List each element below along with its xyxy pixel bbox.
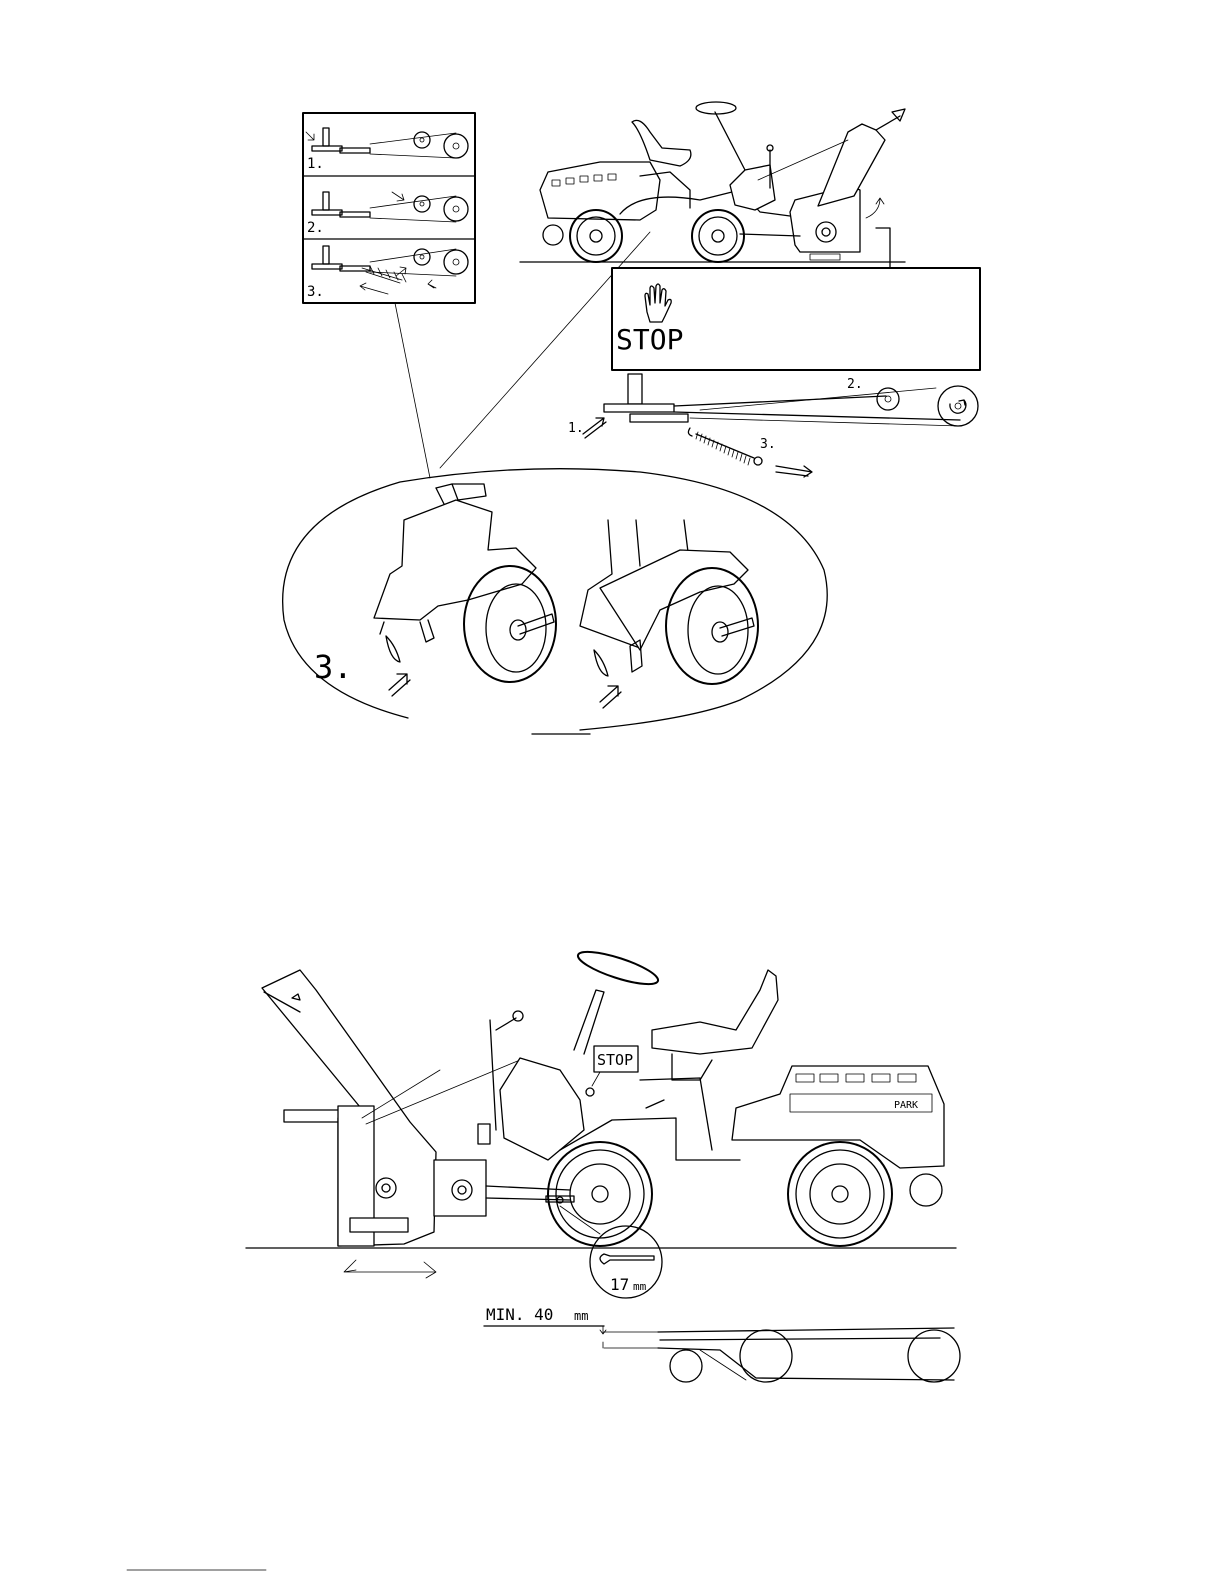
top-figure: 1. 2. [283, 102, 980, 734]
min-gap-unit: mm [574, 1309, 588, 1323]
large-rear-wheel [788, 1142, 892, 1246]
large-tractor-illustration: PARK STOP [500, 946, 944, 1246]
bottom-figure: PARK STOP 17 mm MIN. 40 mm [246, 946, 960, 1382]
pull-arrow-icon [776, 466, 812, 477]
large-front-wheel [548, 1142, 652, 1246]
belt-steps-inset: 1. 2. [303, 113, 475, 303]
inset-step-2-label: 2. [307, 220, 324, 236]
wrench-icon [600, 1254, 654, 1264]
small-tractor-illustration [520, 102, 905, 268]
wrench-callout: 17 mm [560, 1206, 662, 1298]
belt-step-2-label: 2. [847, 377, 863, 392]
min-gap-label: MIN. 40 [486, 1305, 553, 1324]
detail-label: 3. [314, 648, 353, 686]
inset-step-1: 1. [306, 128, 468, 172]
stop-label: STOP [597, 1051, 633, 1069]
arrow-icon-2 [600, 686, 621, 708]
wrench-unit: mm [633, 1280, 647, 1293]
leader-line-inset [395, 303, 430, 478]
belt-step-3-label: 3. [760, 437, 776, 452]
inset-step-3-label: 3. [307, 284, 324, 300]
park-label: PARK [894, 1100, 918, 1111]
detail-ellipse: 3. [283, 469, 828, 734]
inset-step-2: 2. [307, 192, 468, 236]
move-arrow-icon [344, 1260, 436, 1278]
min-gap-diagram: MIN. 40 mm [484, 1305, 960, 1382]
front-wheel [692, 210, 744, 262]
inset-step-1-label: 1. [307, 156, 324, 172]
stop-label-plate: STOP [586, 1046, 638, 1096]
belt-tension-diagram: 1. 2. 3. [568, 374, 978, 477]
belt-step-1-label: 1. [568, 421, 584, 436]
arrow-icon [389, 674, 410, 696]
stop-warning-box: STOP [612, 268, 980, 370]
inset-step-3: 3. [307, 246, 468, 300]
stop-warning-text: STOP [616, 323, 683, 356]
wrench-size: 17 [610, 1275, 629, 1294]
push-arrow-icon [583, 418, 606, 438]
